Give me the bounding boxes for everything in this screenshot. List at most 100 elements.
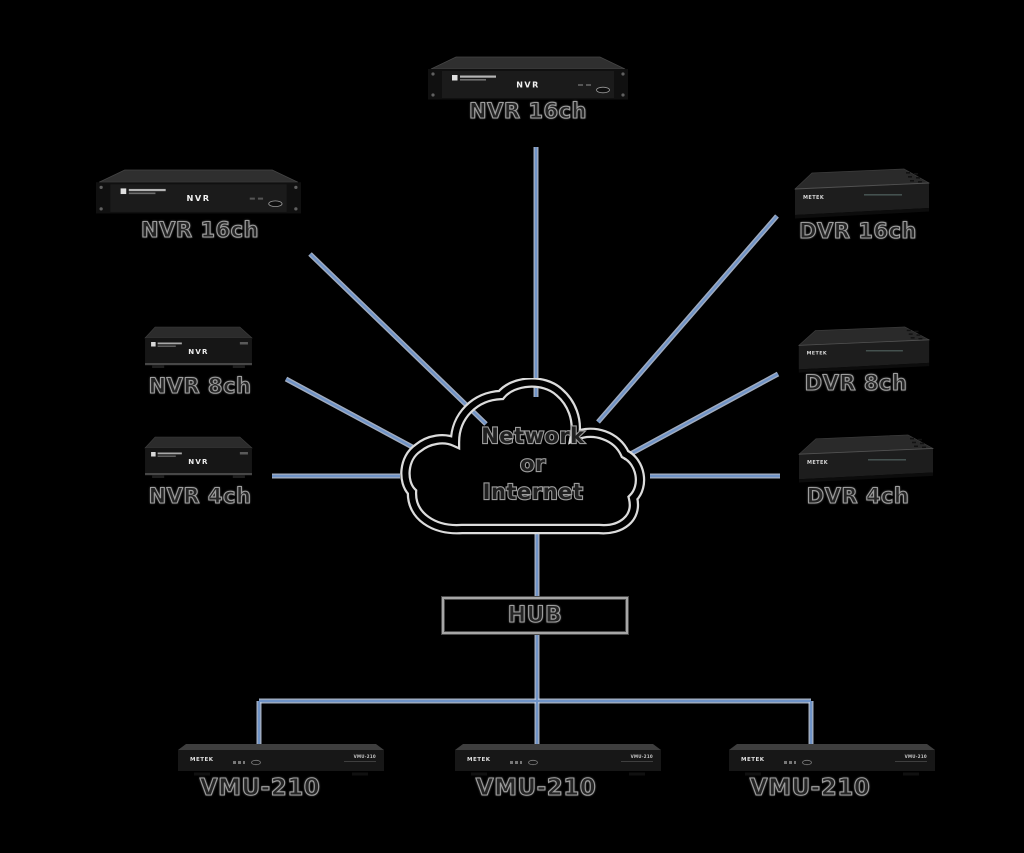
usb-port [802,759,812,766]
foot [232,365,245,368]
vent [918,181,922,183]
vent [910,437,914,440]
foot [629,772,645,776]
front-button [789,761,792,764]
vent [910,337,915,339]
rack-top-face [98,169,299,183]
vmu-front [178,750,384,771]
foot [152,475,165,478]
cloud-label-line3: Internet [483,480,584,504]
front-button [233,761,236,764]
brand-label: METEK [741,757,765,763]
front-button [794,761,796,764]
vmu-top-edge [729,744,935,750]
vent [908,333,913,335]
node-caption-nvr16-top: NVR 16ch [468,98,587,123]
connector-lines [257,147,813,746]
screw-hole [621,93,625,97]
logo-subtext-bar [460,79,486,81]
vent [908,176,912,178]
logo-text-bar [460,75,496,78]
faceplate-label: NVR [186,193,210,203]
hub-node: HUB [442,597,628,634]
box-front [145,448,252,473]
model-underline [895,761,927,762]
device-vmu-210-2: METEK VMU-210 [455,744,661,776]
dvr-top-face [798,434,935,455]
usb-port [596,86,610,94]
vent [914,445,918,448]
vent [906,172,910,174]
foot [194,772,210,776]
box-top-face [144,436,253,449]
device-dvr-8ch: METEK [792,326,935,374]
node-caption-nvr8: NVR 8ch [148,373,252,398]
model-text-bar [868,459,906,461]
brand-label: METEK [807,460,828,466]
model-text-bar [865,350,903,352]
node-caption-vmu1: VMU-210 [199,774,321,801]
dvr-front-rim [798,447,934,455]
vent [916,177,920,179]
front-button [510,761,513,764]
foot [745,772,761,776]
foot [152,365,165,368]
vmu-top-edge [455,744,661,750]
logo-text-bar [128,188,166,192]
vent [920,442,924,445]
connector-cloud-nvr8 [285,378,417,450]
vent [906,329,911,332]
indicator [249,197,255,200]
node-caption-dvr16: DVR 16ch [799,218,917,243]
vent [922,446,926,449]
vent [910,180,914,182]
screw-hole [294,207,298,211]
vmu-front [455,750,661,771]
hub-label: HUB [507,602,563,628]
port-tag [239,452,248,455]
node-caption-nvr4: NVR 4ch [148,483,252,508]
brand-label: METEK [803,195,825,201]
faceplate-label: NVR [188,457,208,466]
screw-hole [621,72,625,76]
logo-mark [120,188,127,195]
model-label: VMU-210 [354,754,376,759]
vent [918,338,923,340]
dvr-front [795,183,929,215]
screw-hole [99,207,103,211]
cloud-label-line1: Network [481,424,585,448]
indicator [586,84,591,86]
logo-text-bar [157,452,182,455]
foot [352,772,368,776]
front-button [238,761,241,764]
rack-bottom-edge [428,99,628,101]
front-button [243,761,245,764]
network-cloud: Network or Internet [400,378,646,535]
connector-cloud-dvr8 [622,373,779,459]
rack-panel [110,184,287,212]
node-caption-vmu3: VMU-210 [749,774,871,801]
vent [912,441,916,444]
foot [232,475,245,478]
model-underline [344,761,376,762]
device-nvr-16ch-left: NVR [96,169,301,216]
port-tag [239,342,248,345]
foot [471,772,487,776]
device-vmu-210-1: METEK VMU-210 [178,744,384,776]
model-label: VMU-210 [631,754,653,759]
logo-subtext-bar [157,345,176,347]
usb-port [528,759,538,766]
front-button [515,761,518,764]
vmu-bottom-edge [455,771,661,773]
logo-mark [151,342,156,347]
node-caption-dvr4: DVR 4ch [806,483,910,508]
model-label: VMU-210 [905,754,927,759]
indicator [257,197,264,200]
logo-mark [452,75,458,81]
cloud-outline [402,379,643,533]
rack-top-face [430,56,626,70]
foot [903,772,919,776]
usb-port [251,759,261,766]
dvr-front [798,339,930,370]
dvr-base [795,208,929,219]
